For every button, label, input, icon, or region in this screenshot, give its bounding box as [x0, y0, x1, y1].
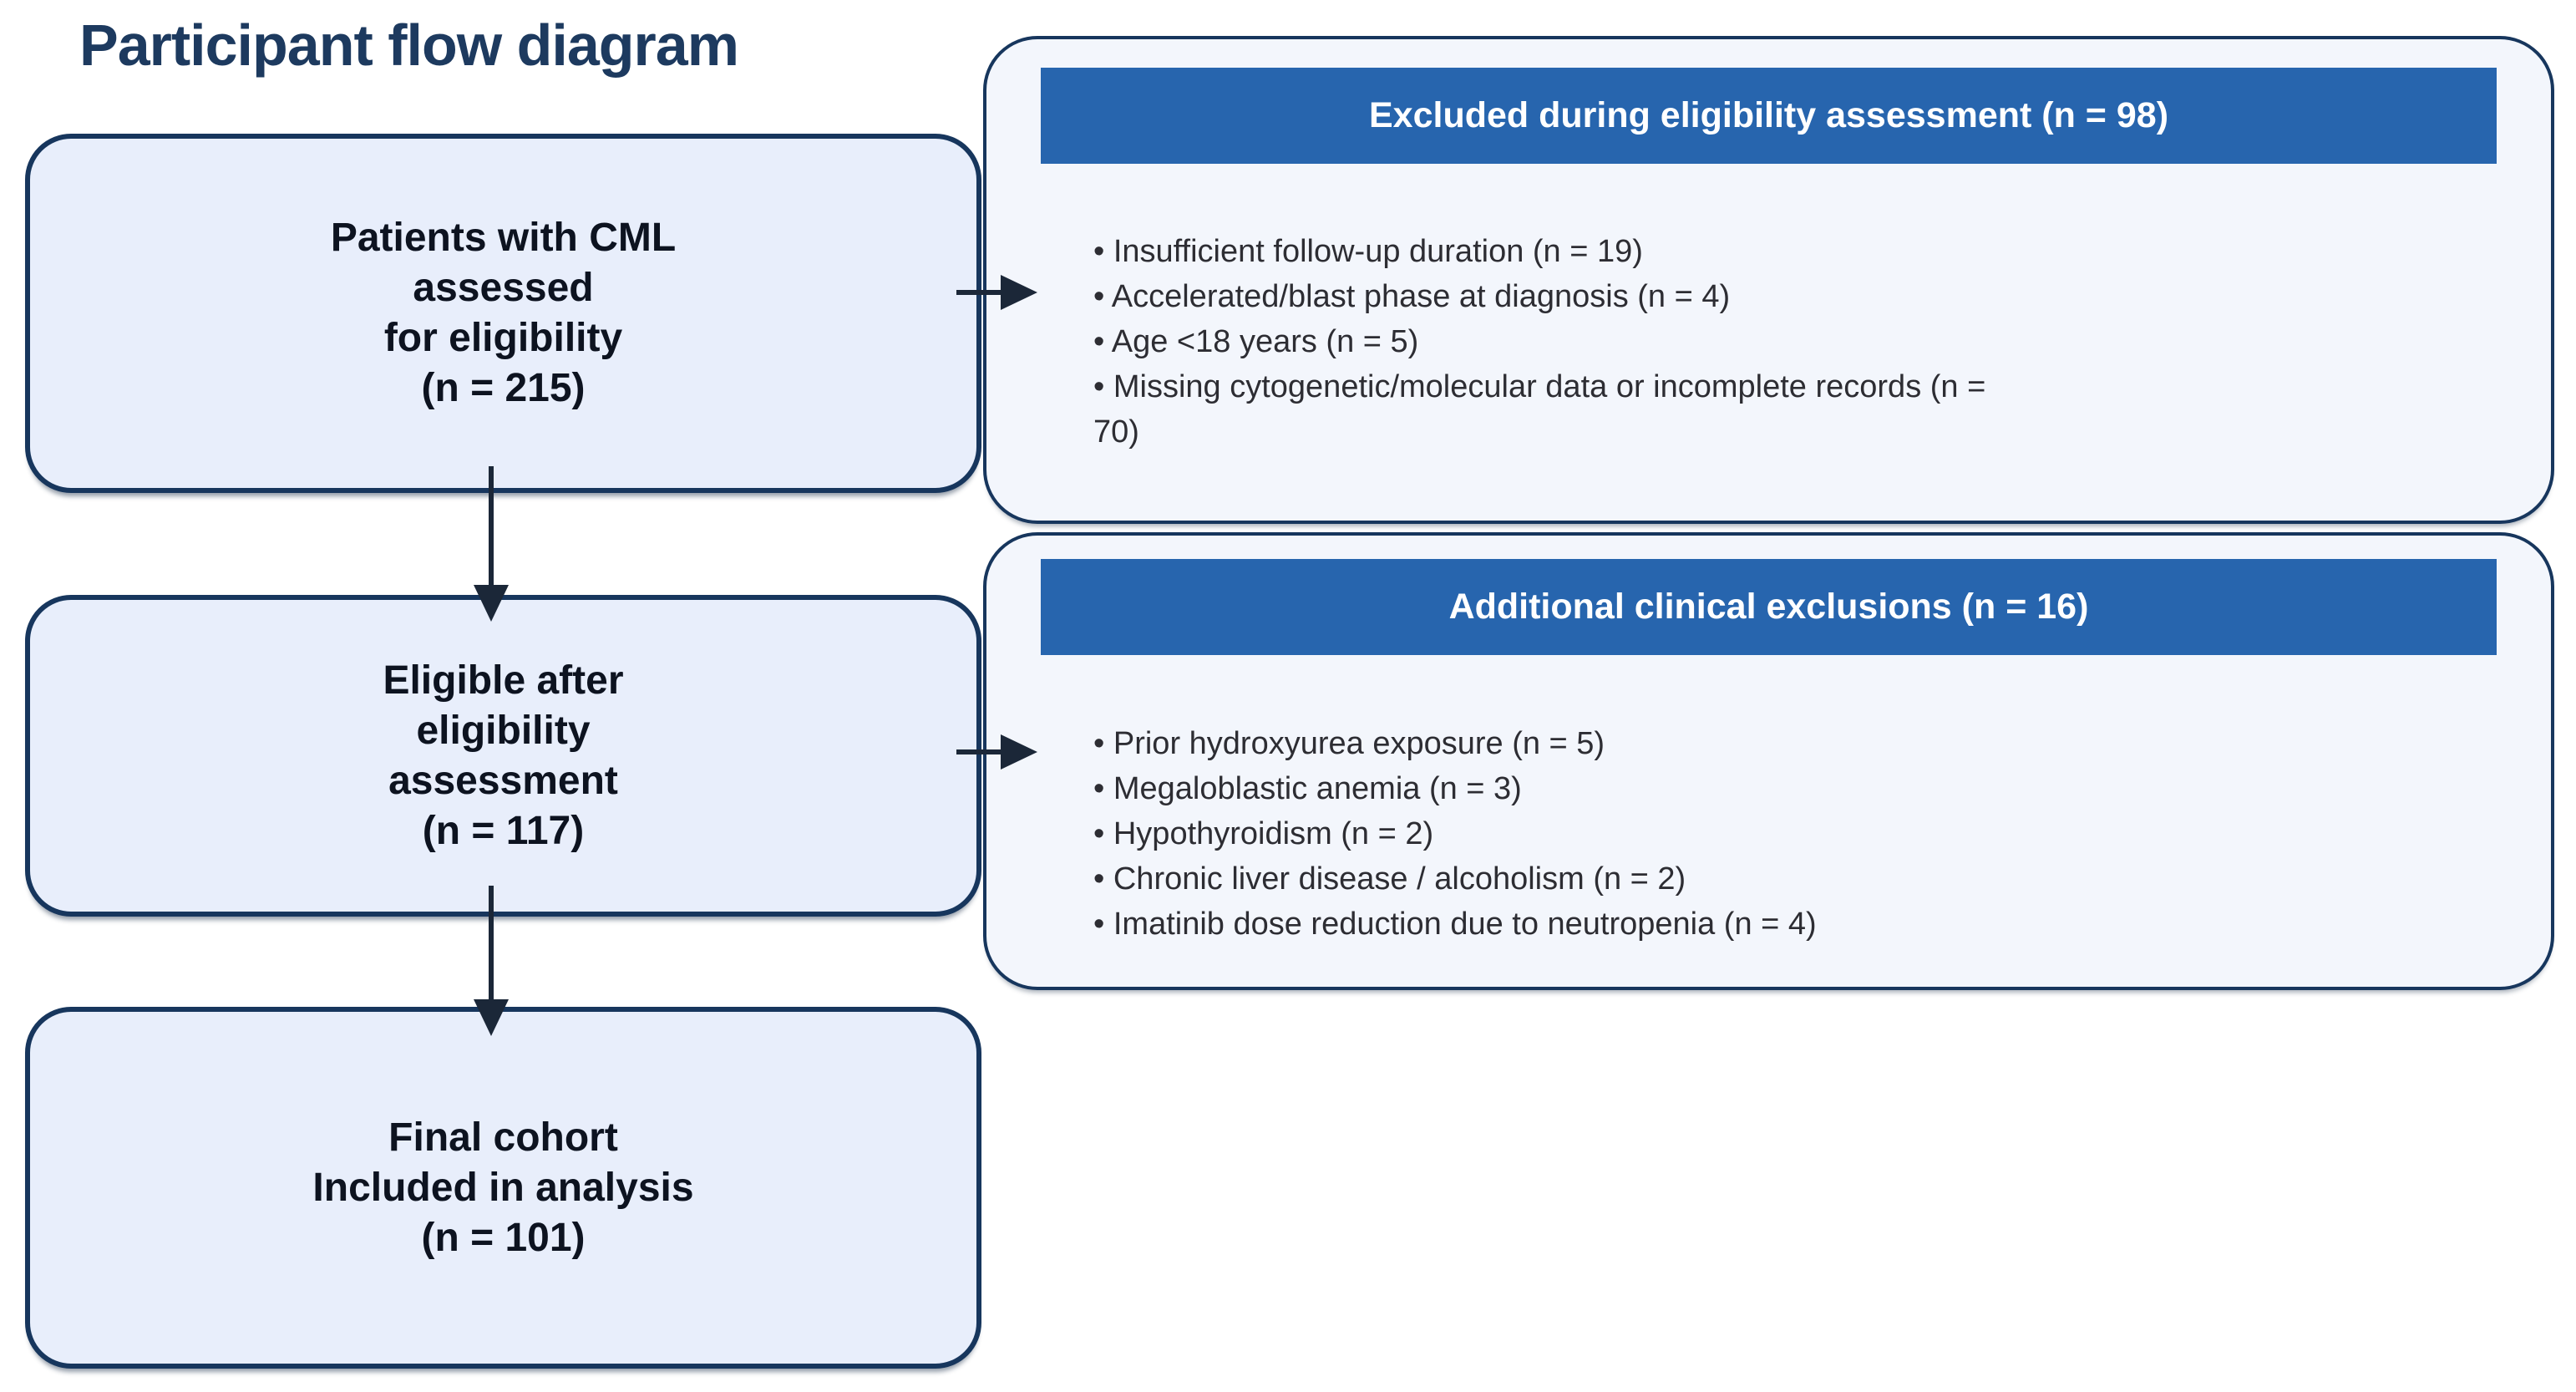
flow-box-eligible: Eligible after eligibility assessment (n…	[25, 595, 981, 917]
exclusion-panel-eligibility: Excluded during eligibility assessment (…	[983, 36, 2554, 524]
exclusion-panel-header: Excluded during eligibility assessment (…	[1041, 68, 2497, 164]
box-label-line: for eligibility	[383, 316, 623, 360]
bullet-line: • Prior hydroxyurea exposure (n = 5)	[1093, 726, 1605, 761]
arrow-down-icon	[474, 999, 509, 1036]
exclusion-panel-header: Additional clinical exclusions (n = 16)	[1041, 559, 2497, 655]
flow-box-final-cohort: Final cohort Included in analysis (n = 1…	[25, 1007, 981, 1369]
box-label-line: (n = 215)	[421, 366, 586, 410]
box-label-line: assessed	[413, 266, 594, 310]
exclusion-bullet-list: • Insufficient follow-up duration (n = 1…	[1093, 229, 2476, 455]
exclusion-bullet-list: • Prior hydroxyurea exposure (n = 5) • M…	[1093, 721, 2476, 947]
bullet-line: • Chronic liver disease / alcoholism (n …	[1093, 861, 1686, 897]
bullet-line: • Accelerated/blast phase at diagnosis (…	[1093, 279, 1731, 314]
bullet-line: • Megaloblastic anemia (n = 3)	[1093, 771, 1522, 806]
box-label-line: (n = 101)	[421, 1215, 586, 1260]
arrow-right-icon	[1001, 275, 1037, 310]
flow-box-assessed: Patients with CML assessed for eligibili…	[25, 134, 981, 493]
page-title: Participant flow diagram	[79, 13, 739, 78]
bullet-line: • Age <18 years (n = 5)	[1093, 324, 1419, 359]
arrow-line	[489, 886, 494, 1007]
bullet-line: • Hypothyroidism (n = 2)	[1093, 816, 1434, 851]
box-label-line: assessment	[388, 758, 618, 803]
bullet-line: • Insufficient follow-up duration (n = 1…	[1093, 234, 1643, 269]
bullet-line-wrap: 70)	[1093, 414, 1139, 450]
box-label-line: eligibility	[416, 708, 591, 753]
box-label-line: Patients with CML	[330, 216, 677, 260]
bullet-line: • Imatinib dose reduction due to neutrop…	[1093, 907, 1817, 942]
arrow-down-icon	[474, 585, 509, 622]
box-label-line: Included in analysis	[312, 1165, 694, 1210]
box-label-line: Final cohort	[388, 1115, 618, 1160]
exclusion-panel-clinical: Additional clinical exclusions (n = 16) …	[983, 532, 2554, 990]
arrow-line	[956, 749, 1003, 754]
box-label-line: Eligible after	[383, 658, 624, 703]
arrow-line	[956, 290, 1003, 295]
box-label-line: (n = 117)	[422, 808, 585, 853]
bullet-line: • Missing cytogenetic/molecular data or …	[1093, 369, 1986, 404]
arrow-right-icon	[1001, 734, 1037, 770]
arrow-line	[489, 466, 494, 590]
